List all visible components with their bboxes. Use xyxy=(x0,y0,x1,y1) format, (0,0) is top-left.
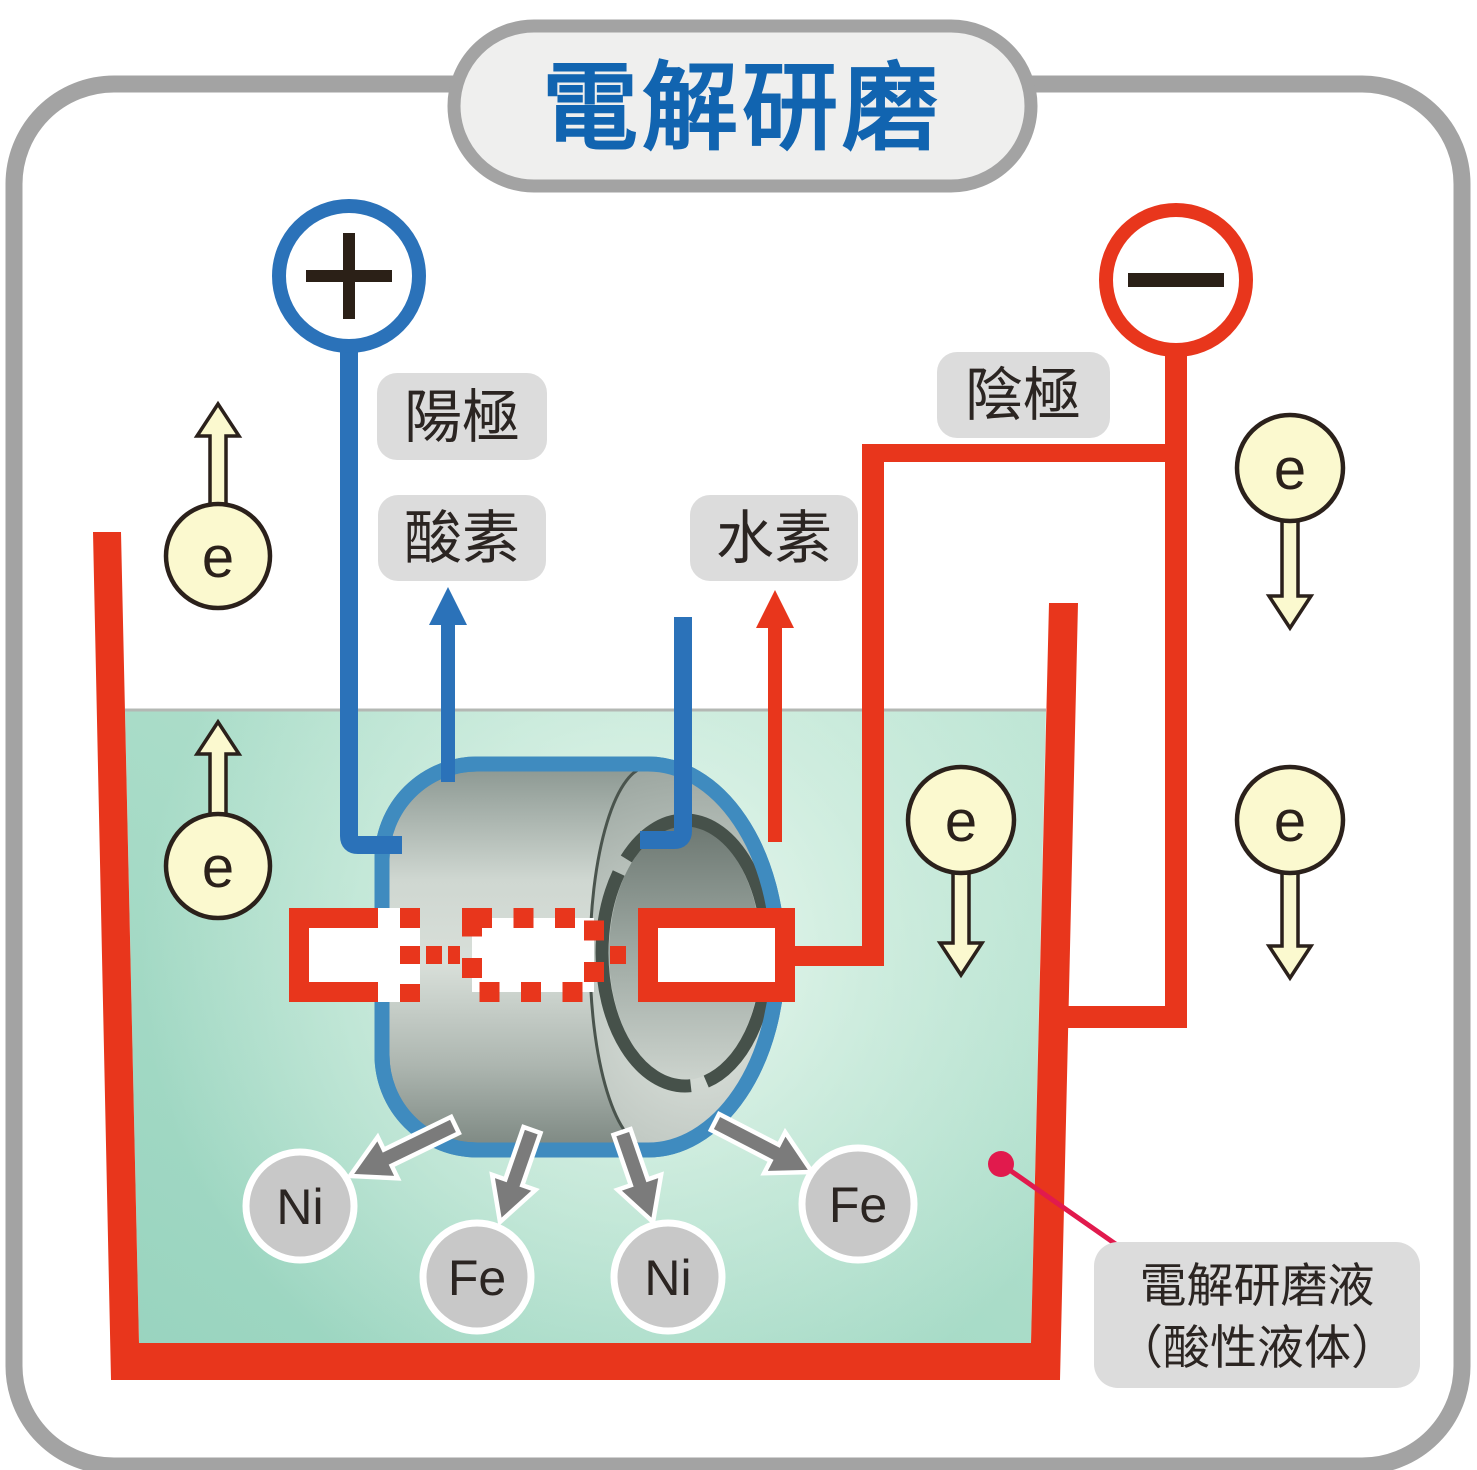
callout-line xyxy=(999,1161,1129,1255)
particle-circle xyxy=(419,1219,535,1335)
label-boxes: 陽極 酸素 水素 陰極 xyxy=(377,352,1110,581)
cathode-assembly xyxy=(289,341,1187,1028)
callout-dot xyxy=(988,1151,1014,1177)
electron-circle xyxy=(905,764,1017,876)
oxygen-label: 酸素 xyxy=(404,506,520,571)
cathode-plate-right xyxy=(638,908,795,1002)
particle-circle xyxy=(242,1148,358,1264)
cathode-plate-left xyxy=(289,908,420,1002)
dissolved-particles: Ni Fe Ni Fe xyxy=(242,1144,918,1335)
hydrogen-gas-arrow xyxy=(756,590,794,842)
anode-label: 陽極 xyxy=(404,385,520,450)
plus-terminal xyxy=(272,199,426,353)
dissolution-arrow-1 xyxy=(345,1113,462,1181)
electron-markers: e e e e e xyxy=(163,412,1346,921)
cathode-label-box xyxy=(937,352,1110,438)
dash-gap xyxy=(400,928,420,946)
hydrogen-label: 水素 xyxy=(716,506,832,571)
electron-arrow-up-left-2 xyxy=(193,718,243,820)
dissolution-arrow-3 xyxy=(610,1126,664,1227)
page-title: 電解研磨 xyxy=(542,55,942,162)
electron-circle xyxy=(1234,764,1346,876)
particle-label: Ni xyxy=(644,1250,691,1306)
electrolyte-label-line1: 電解研磨液 xyxy=(1140,1259,1375,1312)
anode-hook-wire xyxy=(640,617,692,849)
particle-label: Fe xyxy=(448,1250,506,1306)
cathode-wire-top-horizontal xyxy=(862,444,1187,462)
anode-wiring xyxy=(340,340,692,854)
dash-gap xyxy=(400,964,420,984)
particle-circle xyxy=(610,1219,726,1335)
particle-label: Ni xyxy=(276,1179,323,1235)
cathode-wire-right-vertical xyxy=(1165,341,1187,1028)
electron-arrows-layer xyxy=(193,400,1315,982)
cylinder-outline xyxy=(374,756,786,1158)
dissolution-arrow-2 xyxy=(489,1124,544,1227)
gas-arrows-layer xyxy=(429,587,794,842)
electron-label: e xyxy=(1274,437,1306,502)
plus-icon xyxy=(306,233,392,319)
electron-arrow-up-left-1 xyxy=(193,400,243,510)
cathode-wires xyxy=(785,341,1187,1028)
particle-label: Fe xyxy=(829,1177,887,1233)
electron-circle xyxy=(163,811,273,921)
dissolution-arrows-layer xyxy=(345,1110,817,1227)
cathode-wire-to-tank xyxy=(1060,1006,1187,1028)
electrolyte-label-box xyxy=(1094,1242,1420,1388)
electron-label: e xyxy=(202,835,234,900)
electrolyte-label-line2: （酸性液体） xyxy=(1116,1321,1398,1374)
cathode-wire-inner-vertical xyxy=(862,444,884,966)
cathode-label: 陰極 xyxy=(965,363,1081,428)
hydrogen-label-box xyxy=(690,495,858,581)
dissolution-arrow-4 xyxy=(707,1110,817,1176)
anode-label-box xyxy=(377,373,547,460)
electron-label: e xyxy=(1274,789,1306,854)
oxygen-label-box xyxy=(378,495,546,581)
electron-arrow-down-right-2 xyxy=(1265,867,1315,982)
electron-circle xyxy=(163,501,273,611)
electrolyte-callout: 電解研磨液 （酸性液体） xyxy=(988,1151,1420,1388)
minus-terminal xyxy=(1099,203,1253,357)
electron-arrow-down-right-1 xyxy=(1265,515,1315,632)
oxygen-gas-arrow xyxy=(429,587,467,782)
dash-gap xyxy=(378,908,400,928)
cathode-plate-middle-dashed xyxy=(462,908,604,1002)
cathode-rod-dashes xyxy=(426,946,626,964)
electron-circle xyxy=(1234,412,1346,524)
dash-gap xyxy=(378,982,400,1002)
particle-circle xyxy=(798,1144,918,1264)
title-pill xyxy=(447,19,1038,193)
electron-label: e xyxy=(945,789,977,854)
anode-wire xyxy=(340,340,402,854)
cathode-rod-connector xyxy=(785,946,864,966)
electron-label: e xyxy=(202,525,234,590)
electron-arrow-down-center xyxy=(936,870,986,979)
